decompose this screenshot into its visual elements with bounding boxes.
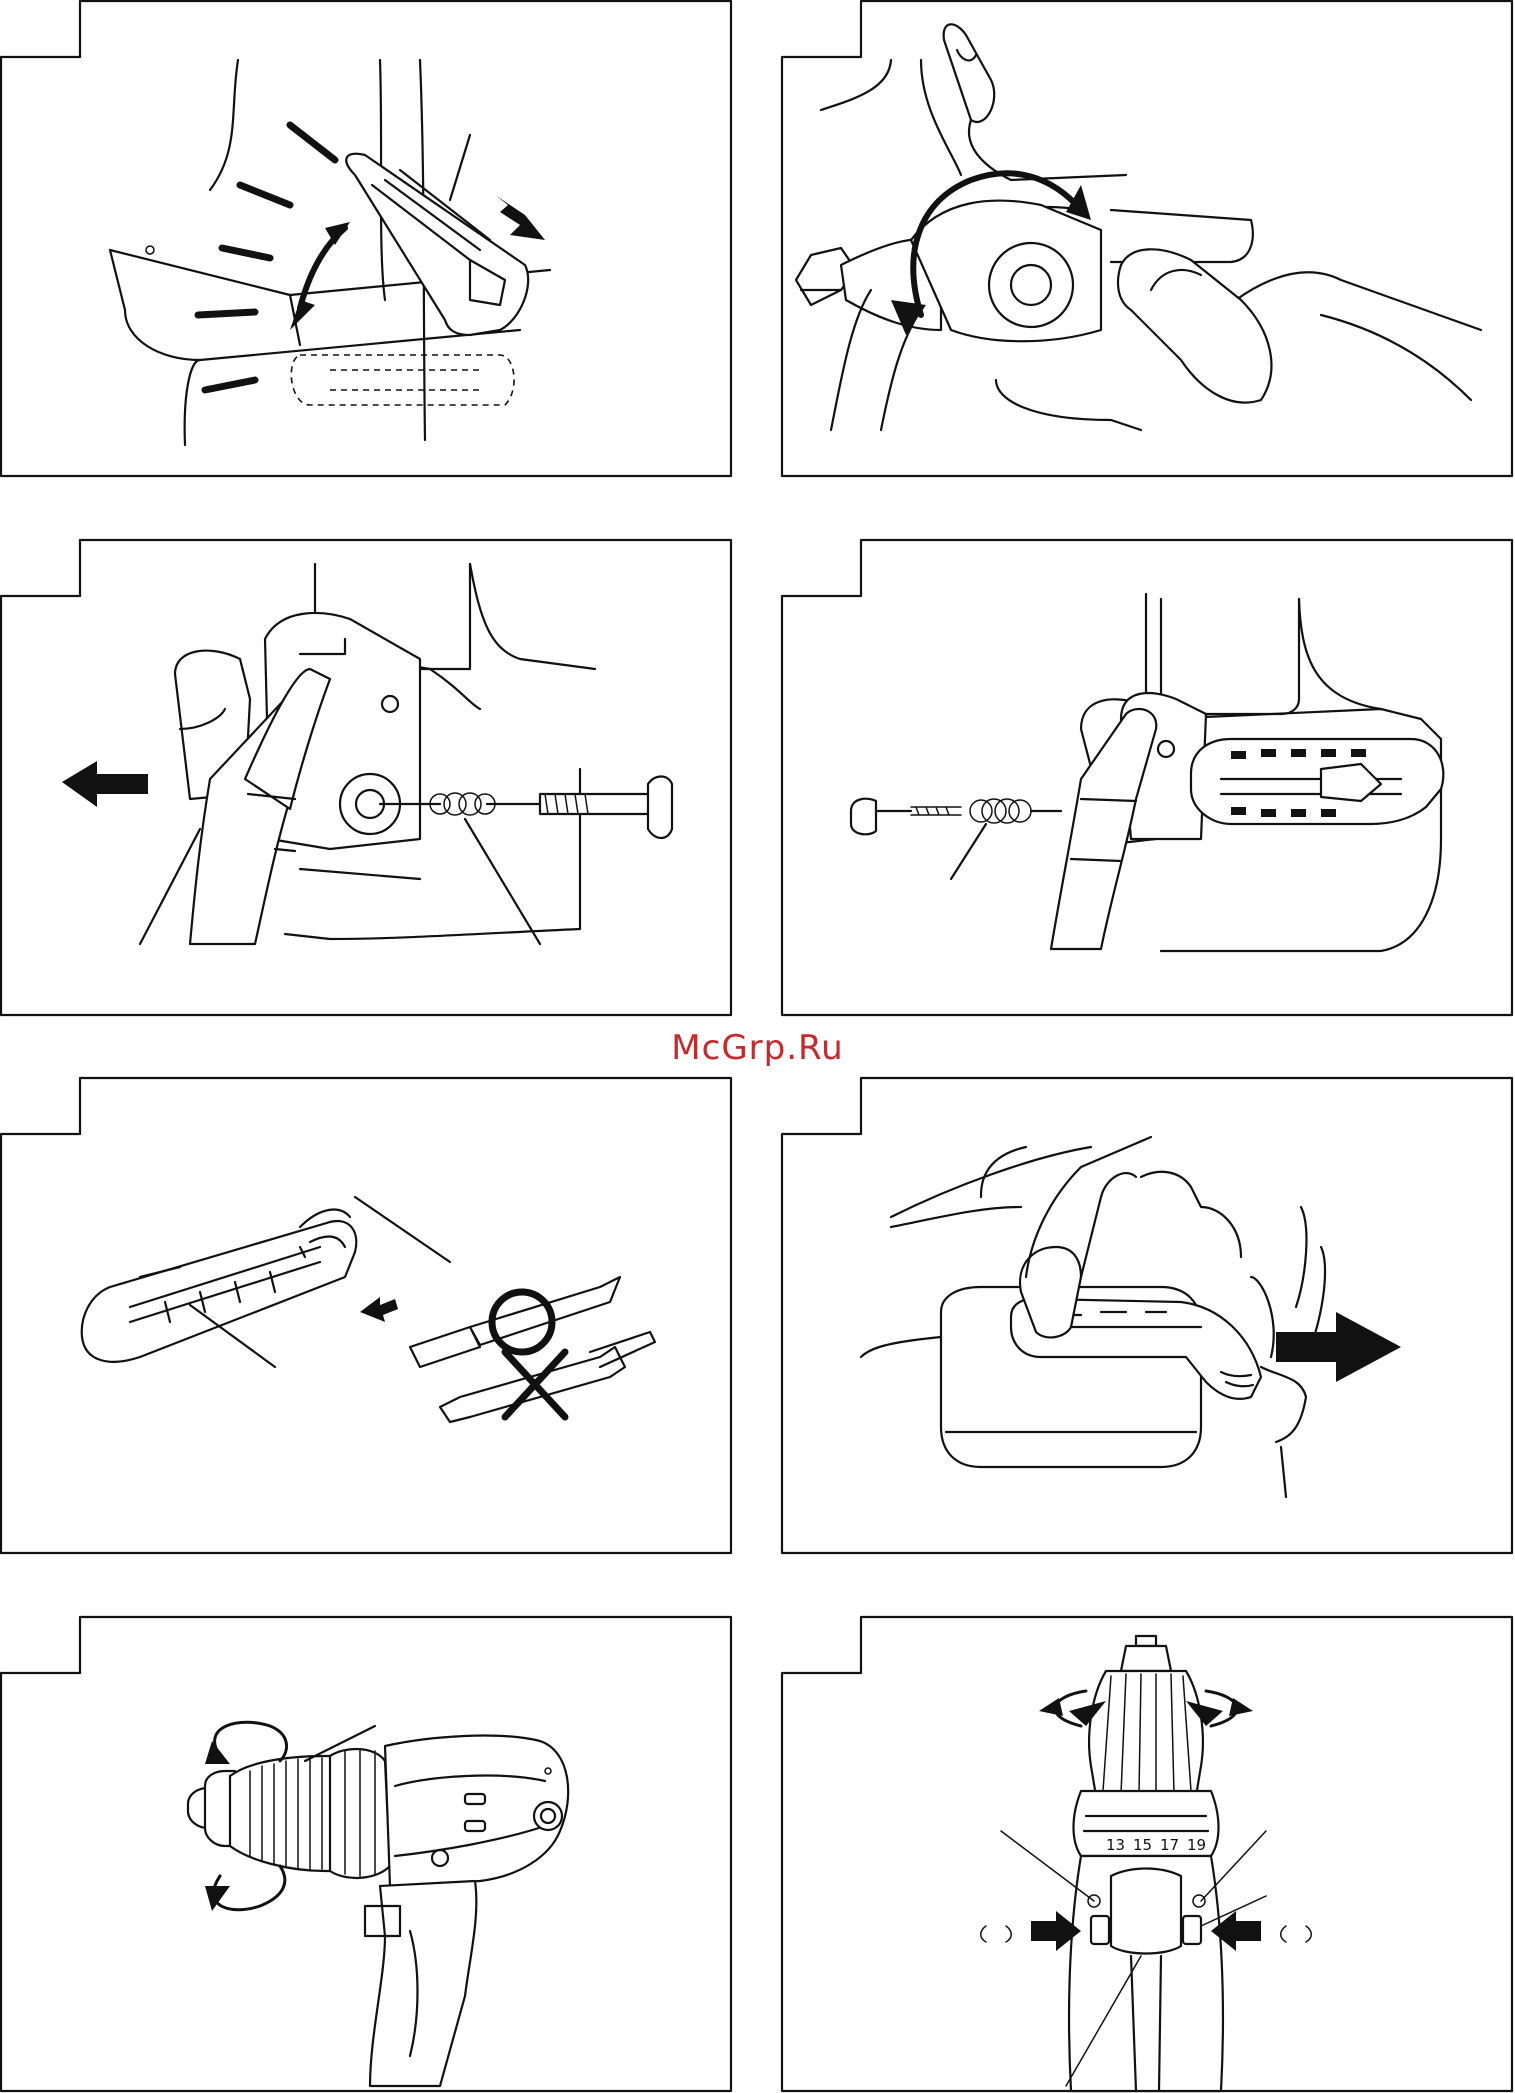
pull-arrow-icon: [62, 761, 148, 807]
watermark-text: McGrp.Ru: [0, 1028, 1515, 1068]
figure-panel-8: 13 15 17 19: [781, 1616, 1514, 2093]
panel-7-drawing: [0, 1616, 733, 2093]
drill-handle: [370, 1881, 476, 2086]
panel-8-drawing: 13 15 17 19: [781, 1616, 1514, 2093]
panel-1-drawing: [0, 0, 733, 478]
figure-panel-5: [0, 1077, 733, 1555]
figure-panel-2: [781, 0, 1514, 478]
panel-6-drawing: [781, 1077, 1514, 1555]
figure-panel-7: [0, 1616, 733, 2093]
panel-5-drawing: [0, 1077, 733, 1555]
bit-correct: [410, 1327, 480, 1367]
bit-holder: [82, 1221, 357, 1362]
figure-panel-3: [0, 539, 733, 1017]
speed-scale-label: 13: [1106, 1836, 1125, 1854]
panel-frame: [782, 1, 1512, 476]
rotate-arrow-icon: [1039, 1698, 1063, 1716]
rotate-arrow-icon: [205, 1741, 230, 1764]
arrow-icon: [495, 195, 545, 240]
speed-scale-label: 19: [1187, 1836, 1206, 1854]
insert-arrow-icon: [360, 1297, 398, 1322]
speed-scale-label: 15: [1133, 1836, 1152, 1854]
figure-panel-6: [781, 1077, 1514, 1555]
figure-panel-1: [0, 0, 733, 478]
panel-4-drawing: [781, 539, 1514, 1017]
panel-3-drawing: [0, 539, 733, 1017]
panel-2-drawing: [781, 0, 1514, 478]
speed-scale-label: 17: [1160, 1836, 1179, 1854]
drill-body: [1069, 1856, 1223, 2091]
bit-holder: [346, 154, 528, 335]
bit-holder: [1191, 739, 1443, 824]
chuck: [1089, 1671, 1203, 1796]
slide-arrow-icon: [1276, 1312, 1401, 1382]
figure-panel-4: [781, 539, 1514, 1017]
